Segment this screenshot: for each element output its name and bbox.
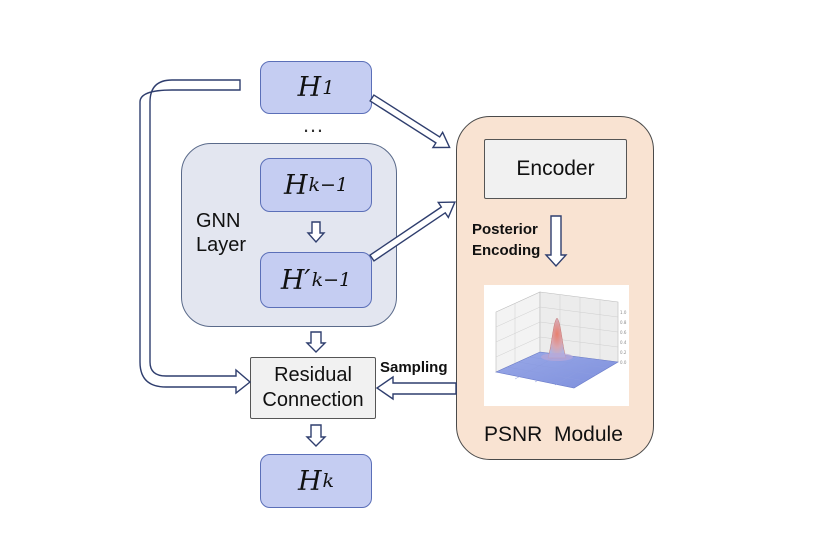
posterior-line2: Encoding	[472, 242, 541, 259]
node-h1-sub: 1	[322, 76, 335, 99]
encoder-label: Encoder	[516, 157, 595, 180]
node-h-k-minus-1-base: H	[283, 169, 308, 201]
residual-line1: Residual	[274, 364, 352, 386]
gnn-layer-label-line2: Layer	[196, 234, 247, 256]
node-hk-sub: k	[322, 470, 335, 492]
posterior-encoding-label: Posterior Encoding	[472, 219, 540, 261]
arrow-residual-to-hk	[305, 424, 327, 447]
arrow-sampling-to-residual	[375, 375, 457, 401]
node-h-prime-k-minus-1-base: H′	[280, 264, 311, 296]
node-h-prime-k-minus-1-sub: k−1	[311, 269, 352, 291]
arrow-gnn-to-residual	[305, 331, 327, 353]
ellipsis: …	[302, 112, 324, 137]
psnr-module-label: PSNR Module	[484, 423, 623, 446]
residual-line2: Connection	[262, 389, 364, 411]
gnn-layer-label: GNN Layer	[196, 209, 246, 257]
sampling-label: Sampling	[380, 359, 448, 376]
residual-connection-box: Residual Connection	[250, 357, 376, 419]
node-h-k-minus-1-sub: k−1	[308, 174, 349, 196]
encoder-box: Encoder	[484, 139, 627, 199]
node-h1-base: H	[297, 72, 322, 103]
posterior-line1: Posterior	[472, 221, 538, 238]
gnn-layer-label-line1: GNN	[196, 210, 241, 232]
node-hk-base: H	[297, 465, 322, 497]
node-h-prime-k-minus-1: H′k−1	[260, 252, 372, 308]
